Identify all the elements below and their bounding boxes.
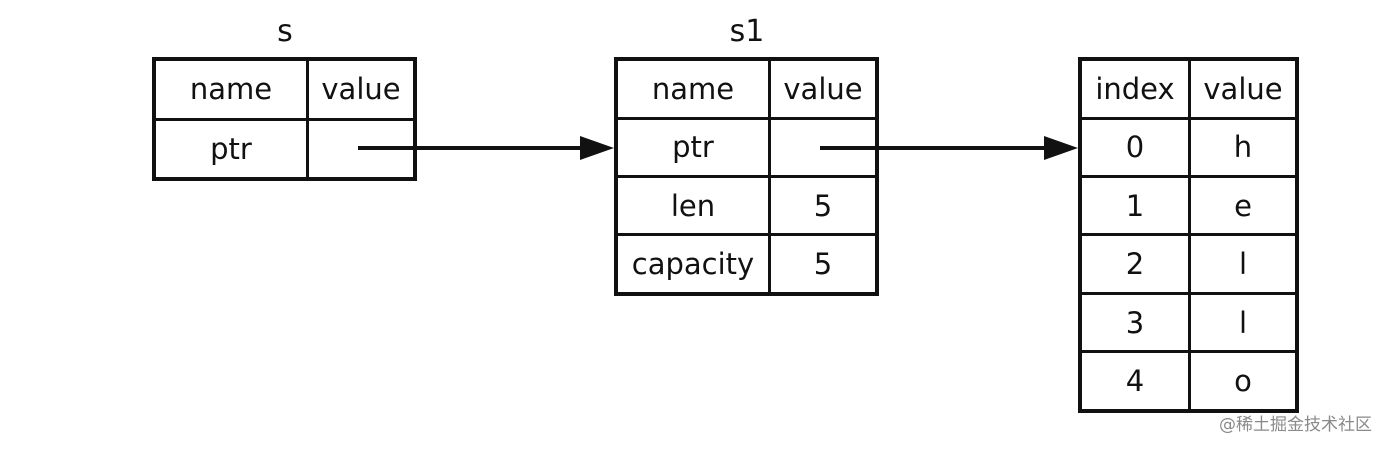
table-header-row: name value xyxy=(152,57,417,121)
table-row: ptr xyxy=(614,116,879,178)
field-value: 5 xyxy=(768,174,879,237)
arrowhead-icon xyxy=(580,136,614,160)
table-row: 4 o xyxy=(1078,350,1299,413)
cell-index: 1 xyxy=(1078,175,1191,237)
cell-value: o xyxy=(1188,350,1299,413)
header-name: name xyxy=(614,57,771,120)
table-row: ptr xyxy=(152,117,417,181)
table-header-row: index value xyxy=(1078,57,1299,120)
heap-table: index value 0 h 1 e 2 l 3 l 4 o xyxy=(1078,57,1299,413)
cell-value: l xyxy=(1188,291,1299,354)
field-name: ptr xyxy=(152,117,309,181)
watermark: @稀土掘金技术社区 xyxy=(1219,415,1372,435)
cell-index: 2 xyxy=(1078,233,1191,295)
cell-value: h xyxy=(1188,116,1299,179)
header-name: name xyxy=(152,57,309,121)
variable-label-s1: s1 xyxy=(729,14,765,49)
header-value: value xyxy=(768,57,879,120)
field-value xyxy=(306,117,417,181)
field-name: capacity xyxy=(614,233,771,296)
header-value: value xyxy=(1188,57,1299,120)
stack-table-s1: name value ptr len 5 capacity 5 xyxy=(614,57,879,296)
cell-index: 0 xyxy=(1078,116,1191,179)
field-name: ptr xyxy=(614,116,771,178)
table-row: 2 l xyxy=(1078,233,1299,295)
stack-table-s: name value ptr xyxy=(152,57,417,181)
field-value xyxy=(768,116,879,178)
field-value: 5 xyxy=(768,233,879,296)
field-name: len xyxy=(614,174,771,237)
cell-value: e xyxy=(1188,175,1299,237)
cell-value: l xyxy=(1188,233,1299,295)
table-row: 0 h xyxy=(1078,116,1299,179)
table-row: len 5 xyxy=(614,174,879,237)
cell-index: 4 xyxy=(1078,350,1191,413)
arrowhead-icon xyxy=(1044,136,1078,160)
table-row: 1 e xyxy=(1078,175,1299,237)
variable-label-s: s xyxy=(277,14,293,49)
table-header-row: name value xyxy=(614,57,879,120)
header-index: index xyxy=(1078,57,1191,120)
table-row: 3 l xyxy=(1078,291,1299,354)
table-row: capacity 5 xyxy=(614,233,879,296)
cell-index: 3 xyxy=(1078,291,1191,354)
header-value: value xyxy=(306,57,417,121)
